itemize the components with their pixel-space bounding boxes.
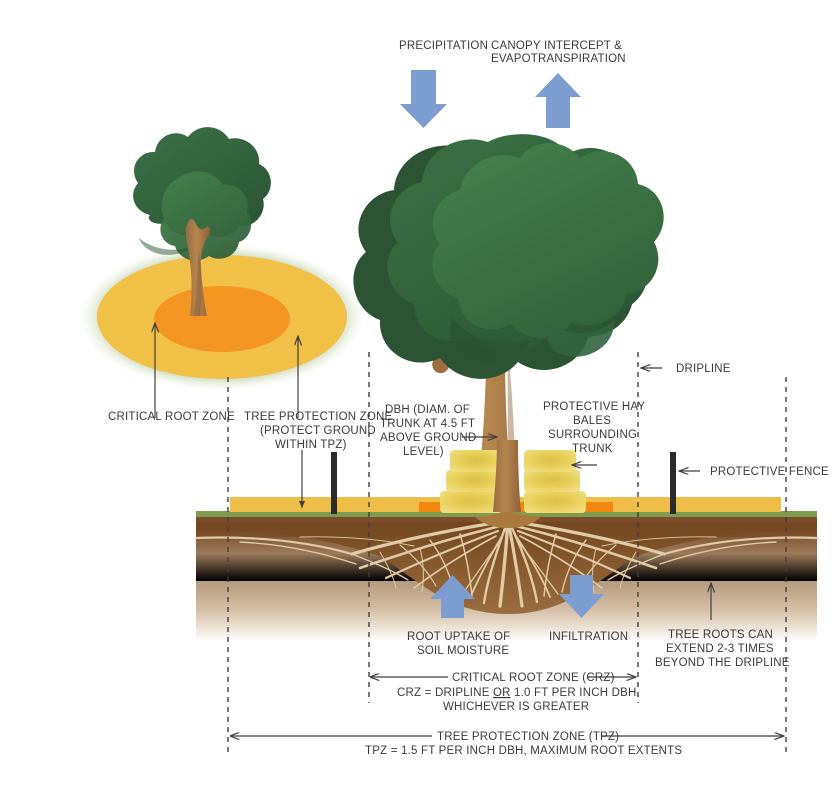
dbh-label-line3: ABOVE GROUND — [380, 432, 476, 444]
protective-fence-label: PROTECTIVE FENCE — [710, 466, 829, 478]
hay-bale — [524, 450, 576, 472]
precipitation-label: PRECIPITATION — [399, 40, 488, 52]
precipitation-arrow-group — [400, 70, 447, 128]
canopy-intercept-label-line1: CANOPY INTERCEPT & — [491, 40, 622, 52]
plan-tree-canopy — [133, 127, 271, 261]
arrow-down-icon — [400, 70, 447, 128]
reference-lines — [227, 352, 787, 757]
root-flare — [474, 512, 542, 528]
hay-bale — [524, 491, 586, 513]
root-system — [194, 518, 819, 608]
roots-extend-label-line1: TREE ROOTS CAN — [668, 629, 773, 641]
crz-note-or: OR — [493, 687, 511, 699]
roots-extend-label-line2: EXTEND 2-3 TIMES — [666, 643, 774, 655]
crz-dimension-title: CRITICAL ROOT ZONE (CRZ) — [452, 672, 615, 684]
canopy-intercept-label-line2: EVAPOTRANSPIRATION — [491, 53, 626, 65]
roots-extend-label-line3: BEYOND THE DRIPLINE — [655, 657, 790, 669]
crz-dimension-note-line2: WHICHEVER IS GREATER — [443, 701, 589, 713]
root-ball-lens — [196, 522, 817, 614]
crz-dimension-note-line1: CRZ = DRIPLINE OR 1.0 FT PER INCH DBH, — [397, 687, 640, 699]
hay-bales-group — [440, 450, 586, 513]
hay-bales-label-line4: TRUNK — [572, 443, 613, 455]
tpz-dimension-note: TPZ = 1.5 FT PER INCH DBH, MAXIMUM ROOT … — [365, 745, 682, 757]
hay-bale — [450, 450, 502, 472]
main-trunk-foreground — [493, 440, 521, 512]
hay-bales-label-line3: SURROUNDING — [548, 429, 637, 441]
dbh-label-line2: TRUNK AT 4.5 FT — [380, 418, 475, 430]
crz-note-part-b: 1.0 FT PER INCH DBH, — [511, 687, 640, 699]
crz-note-part-a: CRZ = DRIPLINE — [397, 687, 493, 699]
crz-ellipse — [154, 286, 290, 352]
main-tree-group — [353, 134, 664, 513]
tpz-plan-label-line3: WITHIN TPZ) — [275, 439, 347, 451]
dbh-label-line1: DBH (DIAM. OF — [385, 404, 470, 416]
root-uptake-label-line2: SOIL MOISTURE — [417, 645, 509, 657]
hay-bale — [446, 470, 502, 492]
protective-fence-post-right — [670, 452, 676, 514]
crz-plan-label: CRITICAL ROOT ZONE — [108, 411, 235, 423]
plan-view-tree-group — [80, 127, 364, 390]
tpz-dimension-title: TREE PROTECTION ZONE (TPZ) — [437, 731, 619, 743]
hay-bales-label-line1: PROTECTIVE HAY — [543, 401, 645, 413]
protective-fence-post-left — [331, 452, 337, 514]
dbh-label-line4: LEVEL) — [403, 446, 444, 458]
root-uptake-arrow — [430, 575, 475, 618]
infiltration-label: INFILTRATION — [549, 631, 628, 643]
hay-bale — [440, 491, 502, 513]
tpz-plan-label-line2: (PROTECT GROUND — [260, 425, 376, 437]
root-uptake-label-line1: ROOT UPTAKE OF — [407, 631, 510, 643]
evapotranspiration-arrow-group — [535, 73, 581, 128]
dripline-label: DRIPLINE — [676, 363, 731, 375]
infiltration-arrow — [559, 575, 604, 618]
hay-bale — [524, 470, 580, 492]
main-canopy-light — [432, 143, 664, 339]
arrow-up-icon — [535, 73, 581, 128]
tpz-plan-label-line1: TREE PROTECTION ZONE — [244, 411, 393, 423]
hay-bales-label-line2: BALES — [573, 415, 611, 427]
